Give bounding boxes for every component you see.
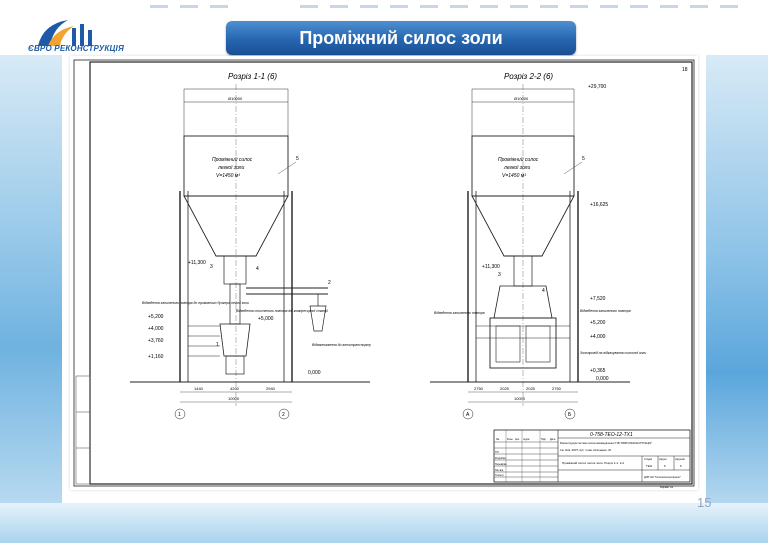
silo-right-label-line1: Проміжний силос [498, 156, 539, 163]
callout-right-3: 3 [498, 272, 501, 278]
note-left-1: Відведення запиленого повітря до проміжн… [142, 301, 249, 305]
level-right-4000: +4,000 [590, 334, 606, 340]
stamp-role-checker: Перевірив [495, 463, 507, 466]
level-left-5200: +5,200 [148, 314, 164, 320]
level-left-3760: +3,760 [148, 338, 164, 344]
slide-title: Проміжний силос золи [299, 27, 503, 48]
dim-right-3: 2025 [526, 386, 536, 391]
level-right-0000: 0,000 [596, 376, 609, 382]
stamp-project: Реконструкція системи золошлаковидалення… [560, 441, 652, 445]
level-right-5200: +5,200 [590, 320, 606, 326]
axis-a: А [466, 412, 470, 418]
stamp-company: ДПР НЗ "Теплоелектропроект" [644, 475, 681, 479]
background-bottom-band [0, 503, 768, 543]
drawing-sheet: 18 Розріз 1-1 (6) Ø10000 Проміжний силос… [70, 56, 698, 490]
background-right-panel [706, 55, 768, 543]
stamp-col-sheets: Аркушів [675, 457, 685, 461]
dim-left-3: 2940 [266, 386, 276, 391]
level-left-0000: 0,000 [308, 370, 321, 376]
silo-right-label-line3: V=1450 м³ [502, 173, 526, 179]
note-left-2: Відведення стисненого повітря від компре… [236, 309, 329, 313]
stamp-head-sheet: Арк. [515, 438, 520, 441]
stamp-head-qty: Кільк. [507, 438, 514, 441]
section-1-1-top-dim: Ø10000 [228, 96, 243, 101]
stamp-head-doc: №док. [523, 438, 530, 441]
stamp-col-sheet: Аркуш [659, 457, 667, 461]
company-logo-icon [38, 20, 92, 46]
stamp-head-date: Дата [550, 438, 556, 441]
sheet-inner-frame [89, 61, 693, 485]
section-1-1-title: Розріз 1-1 (6) [228, 72, 277, 81]
slide-title-bar: Проміжний силос золи [226, 21, 576, 55]
company-logo-text: ЄВРО РЕКОНСТРУКЦІЯ [28, 44, 125, 53]
section-2-2-top-dim: Ø10000 [514, 96, 529, 101]
stamp-sheets: 6 [680, 464, 682, 468]
silo-label-line1: Проміжний силос [212, 156, 253, 163]
stamp-subtitle: Проміжний силос легкої золи. Розріз 1-1,… [562, 461, 624, 465]
level-right-7520: +7,520 [590, 296, 606, 302]
background-left-panel [0, 55, 62, 543]
note-right-1: Відведення запиленого повітря [434, 311, 485, 315]
section-2-2: Розріз 2-2 (6) +29,700 Ø10000 Проміжний … [430, 72, 646, 420]
stamp-role-head: Нач.від. [495, 469, 504, 472]
binding-margin-table [75, 375, 91, 485]
axis-2: 2 [282, 412, 285, 418]
stamp-code: 0-758-ТЕО-12-ТХ1 [590, 432, 633, 438]
silo-label-line3: V=1450 м³ [216, 173, 240, 179]
note-left-3: Відвантаження до автотранспорту [312, 343, 371, 347]
stamp-stage: ТЕО [646, 464, 653, 468]
level-right-11300: +11,300 [482, 264, 500, 270]
axis-1: 1 [178, 412, 181, 418]
level-right-16625: +16,625 [590, 202, 608, 208]
level-left-11300: +11,300 [188, 260, 206, 266]
callout-right-5: 5 [582, 156, 585, 162]
level-left-5000: +5,000 [258, 316, 274, 322]
stamp-role-gip: ГІП [495, 451, 499, 454]
page-number: 15 [697, 495, 712, 510]
note-right-3: Золопровід на відкачування силосної золи [580, 351, 646, 355]
callout-1: 1 [216, 342, 219, 348]
dim-right-1: 2750 [474, 386, 484, 391]
callout-3: 3 [210, 264, 213, 270]
section-2-2-title: Розріз 2-2 (6) [504, 72, 553, 81]
stamp-head-change: Зм. [496, 438, 500, 441]
technical-drawing: 18 Розріз 1-1 (6) Ø10000 Проміжний силос… [73, 59, 695, 489]
stamp-role-norm: Н.контр. [495, 474, 505, 477]
level-left-4000: +4,000 [148, 326, 164, 332]
level-right-0365: +0,365 [590, 368, 606, 374]
callout-2: 2 [328, 280, 331, 286]
callout-right-4: 4 [542, 288, 545, 294]
silo-label-line2: легкої золи [217, 165, 244, 171]
silo-cone-right [471, 195, 575, 257]
silo-cone-left [183, 195, 289, 257]
title-block: Зм. Кільк. Арк. №док. Підп. Дата ГІП Роз… [493, 429, 691, 489]
level-right-29700: +29,700 [588, 84, 606, 90]
dim-left-2: 4200 [230, 386, 240, 391]
sheet-outer-frame [73, 59, 695, 487]
stamp-role-developer: Розробив [495, 457, 506, 460]
silo-right-label-line2: легкої золи [503, 165, 530, 171]
callout-5: 5 [296, 156, 299, 162]
stamp-head-sign: Підп. [541, 438, 547, 441]
axis-b: Б [568, 412, 572, 418]
section-1-1: Розріз 1-1 (6) Ø10000 Проміжний силос ле… [130, 72, 371, 420]
stamp-format: Формат А3 [660, 485, 674, 489]
dim-right-4: 2750 [552, 386, 562, 391]
callout-4: 4 [256, 266, 259, 272]
stamp-location: См. Київ, ЗОРГ, Ауп. 1 кам. Копищанко, 2… [560, 448, 612, 452]
stamp-sheet: 6 [664, 464, 666, 468]
note-right-2: Відведення запиленого повітря [580, 309, 631, 313]
stamp-col-stage: Стадія [644, 457, 653, 461]
dim-right-total: 10000 [514, 396, 526, 401]
dim-left-total: 10000 [228, 396, 240, 401]
dim-left-1: 1440 [194, 386, 204, 391]
level-left-1160: +1,160 [148, 354, 164, 360]
sheet-number: 18 [682, 67, 688, 73]
top-decor-strip [0, 0, 768, 14]
dim-right-2: 2025 [500, 386, 510, 391]
